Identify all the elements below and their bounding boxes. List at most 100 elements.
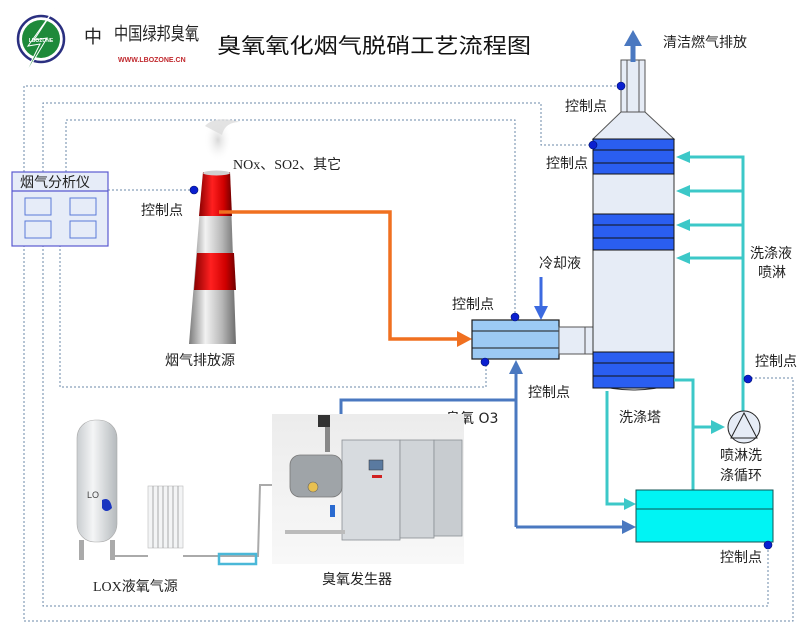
- coolant-label: 冷却液: [539, 256, 581, 272]
- drain-arrow-icon: [624, 498, 636, 510]
- control-point-stack-top[interactable]: 控制点: [565, 81, 626, 115]
- tank-leg: [79, 540, 84, 560]
- spray-arrow-icon: [676, 185, 690, 197]
- washing-liquid-label: 洗涤液: [750, 246, 792, 262]
- chimney: [189, 118, 240, 344]
- analyzer-panel: [69, 197, 97, 216]
- flue-gas-line: [219, 210, 460, 341]
- ozone-arrow-up-icon: [509, 360, 523, 374]
- vaporizer-body: [147, 485, 184, 549]
- cooler-body: [471, 319, 560, 360]
- control-point-tower-top[interactable]: 控制点: [546, 140, 598, 172]
- signal-line-stack-top: [23, 85, 620, 172]
- spray-arrow-icon: [676, 252, 690, 264]
- logo-brand: 中国绿邦臭氧: [114, 24, 199, 45]
- control-point-label: 控制点: [755, 354, 797, 370]
- control-point-dot[interactable]: [616, 81, 626, 91]
- pump-icon: [727, 410, 761, 444]
- spray-pump-label-line1: 喷淋洗: [720, 448, 762, 464]
- circulation-pump[interactable]: [727, 410, 761, 444]
- cooler[interactable]: [471, 319, 594, 360]
- tank-body: [635, 489, 774, 543]
- tower-return-line: [674, 378, 695, 492]
- spray-riser: [690, 155, 745, 423]
- control-point-dot[interactable]: [588, 140, 598, 150]
- washing-liquid-pipes: [605, 151, 745, 510]
- analyzer-label: 烟气分析仪: [20, 175, 90, 191]
- company-logo: LBOZONE 中 中国绿邦臭氧 WWW.LBOZONE.CN: [16, 7, 199, 81]
- chimney-band: [199, 172, 232, 216]
- control-point-cooler-top[interactable]: 控制点: [452, 297, 520, 322]
- control-point-label: 控制点: [528, 385, 570, 401]
- scrubber-tower[interactable]: [591, 59, 676, 391]
- tower-packing-band: [592, 351, 675, 389]
- control-point-dot[interactable]: [510, 312, 520, 322]
- lox-source[interactable]: LO: [76, 419, 305, 566]
- control-point-dot[interactable]: [743, 374, 753, 384]
- control-point-dot[interactable]: [480, 357, 490, 367]
- generator-vessel: [289, 454, 343, 498]
- logo-cn-mark: 中: [84, 27, 102, 48]
- flue-gas-components-label: NOx、SO2、其它: [233, 156, 341, 173]
- tower-body: [592, 138, 675, 385]
- analyzer-panel: [24, 197, 52, 216]
- control-point-label: 控制点: [452, 297, 494, 313]
- signal-line-cooler-top: [65, 119, 516, 316]
- tank-leg: [110, 540, 115, 560]
- spray-pump-label-line2: 涤循环: [720, 468, 762, 484]
- flue-gas-analyzer[interactable]: 烟气分析仪: [11, 171, 109, 247]
- generator-cabinet: [341, 439, 401, 541]
- signal-line-tower-top: [42, 102, 593, 172]
- emission-source-label: 烟气排放源: [165, 353, 235, 369]
- clean-gas-outlet: [624, 30, 642, 62]
- generator-cabinet: [399, 439, 435, 539]
- generator-cabinet: [433, 439, 463, 537]
- signal-lines: [23, 85, 794, 622]
- control-point-dot[interactable]: [189, 185, 199, 195]
- lox-tank-mark: LO: [87, 490, 99, 500]
- analyzer-panel: [24, 220, 52, 239]
- control-point-label: 控制点: [141, 203, 183, 219]
- control-point-tank[interactable]: 控制点: [720, 540, 773, 566]
- ozone-generator-label: 臭氧发生器: [322, 572, 392, 588]
- generator-frame: [285, 530, 345, 534]
- pump-triangle: [730, 411, 758, 439]
- clean-gas-exhaust-label: 清洁燃气排放: [663, 34, 747, 51]
- control-point-label: 控制点: [565, 99, 607, 115]
- chimney-rim: [203, 170, 230, 176]
- signal-line-tank: [42, 245, 769, 607]
- ozone-generator[interactable]: [272, 414, 464, 564]
- generator-filter: [330, 505, 335, 517]
- generator-display: [368, 459, 384, 471]
- coolant-inlet: [534, 277, 548, 320]
- control-point-cooler-bottom[interactable]: 控制点: [480, 357, 570, 401]
- regulator-skid: [217, 552, 258, 566]
- exhaust-arrow-up-icon: [624, 30, 642, 46]
- pressure-gauge-icon: [307, 481, 319, 493]
- lox-tank-logo: [102, 499, 112, 511]
- chimney-band: [194, 253, 236, 290]
- circulation-tank[interactable]: [635, 489, 774, 543]
- flue-gas-pipe: [219, 210, 472, 347]
- control-point-pump-line[interactable]: 控制点: [743, 354, 797, 384]
- tower-cone: [591, 111, 676, 140]
- control-point-label: 控制点: [546, 156, 588, 172]
- lox-tank: [76, 419, 118, 543]
- signal-line-pump: [23, 245, 794, 622]
- signal-line-cooler-bottom: [59, 245, 487, 388]
- pump-feed-arrow-icon: [711, 420, 725, 434]
- flue-gas-arrow-icon: [457, 331, 472, 347]
- analyzer-panel: [69, 220, 97, 239]
- spray-arrow-icon: [676, 151, 690, 163]
- tower-packing-band: [592, 213, 675, 251]
- control-point-chimney[interactable]: 控制点: [141, 185, 199, 219]
- generator-valve: [318, 415, 330, 427]
- vaporizer: [147, 485, 184, 549]
- lightning-icon: [21, 7, 56, 81]
- page-title: 臭氧氧化烟气脱硝工艺流程图: [217, 34, 531, 58]
- logo-url: WWW.LBOZONE.CN: [118, 57, 186, 64]
- tower-packing-band: [592, 138, 675, 175]
- control-point-dot[interactable]: [763, 540, 773, 550]
- coolant-arrow-icon: [534, 306, 548, 320]
